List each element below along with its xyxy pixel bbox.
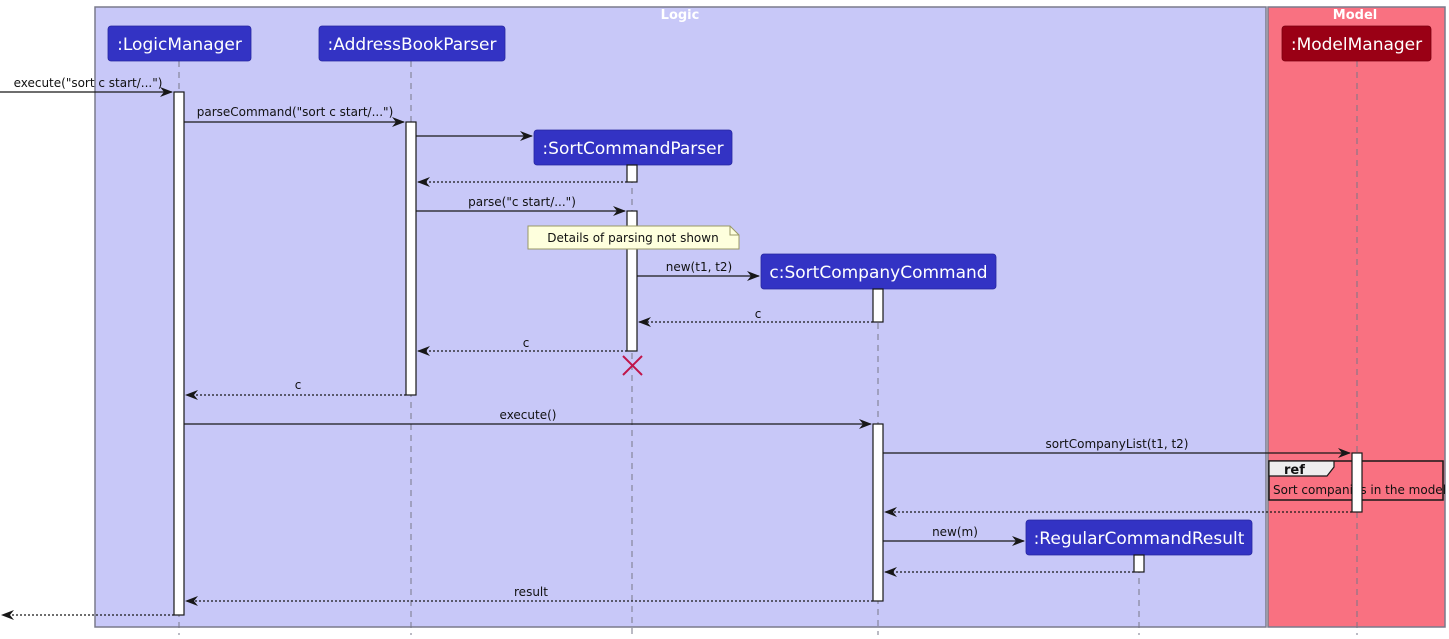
messages: execute("sort c start/...") parseCommand(… (0, 76, 1352, 620)
message-label: c (755, 307, 762, 321)
box-title-model: Model (1333, 8, 1377, 23)
participant-label: :SortCommandParser (542, 139, 723, 159)
message-return-7: c (638, 307, 873, 327)
participant-model-manager[interactable]: :ModelManager (1281, 25, 1432, 62)
message-label: new(m) (932, 525, 978, 539)
activation-regular-command-result (1133, 554, 1145, 573)
message-return-8: c (417, 336, 627, 356)
message-label: result (514, 585, 548, 599)
activation-address-book-parser (405, 121, 417, 396)
message-label: parse("c start/...") (468, 195, 576, 209)
message-call-2: parseCommand("sort c start/...") (184, 105, 405, 127)
message-return-15: result (185, 585, 873, 606)
message-label: execute() (500, 408, 557, 422)
message-label: parseCommand("sort c start/...") (197, 105, 394, 119)
note-text: Details of parsing not shown (547, 231, 718, 245)
message-call-11: sortCompanyList(t1, t2) (883, 437, 1351, 458)
message-call-6: new(t1, t2) (637, 260, 760, 281)
activation-logic-manager (173, 91, 185, 616)
participant-label: :RegularCommandResult (1034, 529, 1245, 549)
participant-label: c:SortCompanyCommand (769, 263, 987, 283)
message-call-13: new(m) (883, 525, 1025, 546)
activation-sort-command-parser-create (626, 164, 638, 183)
message-label: execute("sort c start/...") (14, 76, 163, 90)
activation-sort-company-command-execute (872, 423, 884, 602)
message-label: new(t1, t2) (666, 260, 732, 274)
message-call-1: execute("sort c start/...") (0, 76, 173, 97)
participant-sort-company-command[interactable]: c:SortCompanyCommand (760, 253, 997, 290)
participant-logic-manager[interactable]: :LogicManager (107, 25, 252, 62)
message-call-10: execute() (184, 408, 872, 429)
message-return-9: c (185, 378, 406, 400)
message-call-5: parse("c start/...") (416, 195, 626, 216)
participant-regular-command-result[interactable]: :RegularCommandResult (1025, 519, 1253, 556)
participant-sort-command-parser[interactable]: :SortCommandParser (533, 129, 733, 166)
participant-label: :LogicManager (117, 35, 242, 55)
box-title-logic: Logic (661, 8, 700, 23)
activation-sort-company-command-create (872, 288, 884, 323)
message-label: c (523, 336, 530, 350)
destroy-marker (622, 355, 643, 376)
message-label: sortCompanyList(t1, t2) (1046, 437, 1189, 451)
activation-model-manager (1351, 452, 1363, 513)
note-parsing-details: Details of parsing not shown (527, 225, 740, 250)
participant-label: :AddressBookParser (328, 35, 497, 55)
participant-address-book-parser[interactable]: :AddressBookParser (318, 25, 506, 62)
ref-tag: ref (1284, 463, 1305, 478)
activation-sort-command-parser-parse (626, 210, 638, 352)
participant-label: :ModelManager (1291, 35, 1422, 55)
message-label: c (295, 378, 302, 392)
